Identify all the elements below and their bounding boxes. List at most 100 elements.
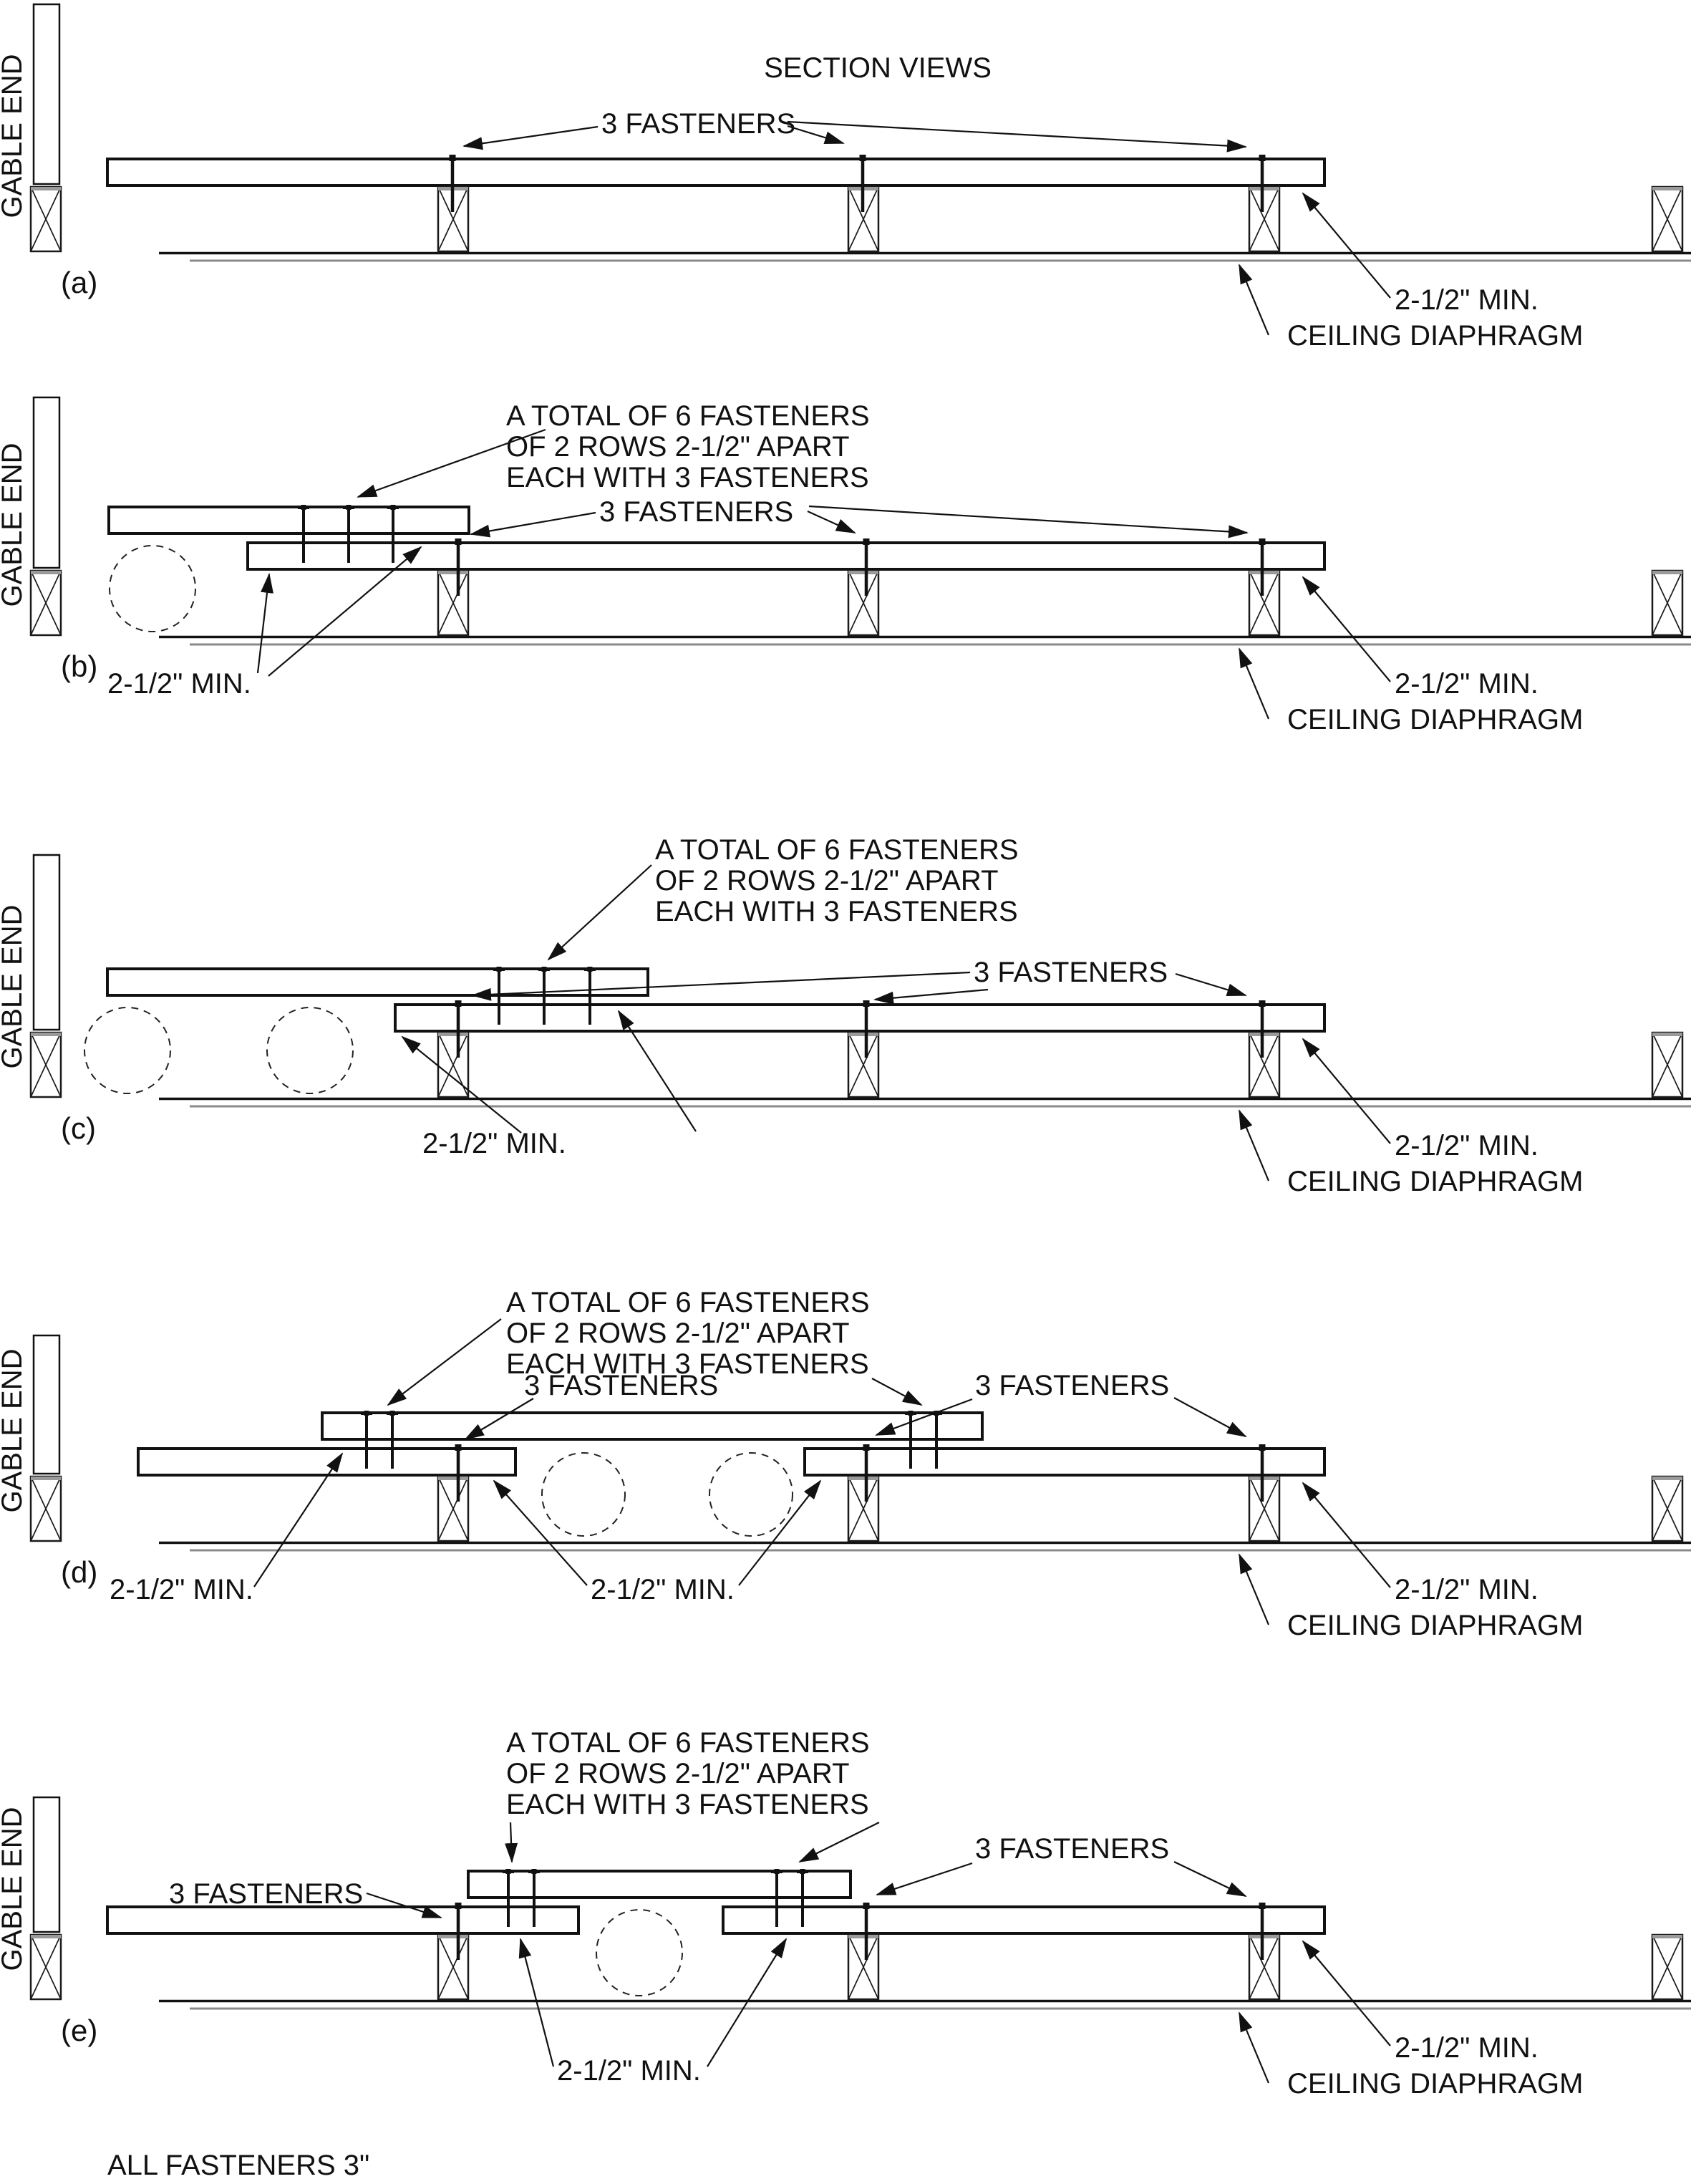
six-fasteners-note-line2: OF 2 ROWS 2-1/2" APART (506, 431, 850, 463)
six-fasteners-note-line3: EACH WITH 3 FASTENERS (506, 1789, 869, 1820)
leader-arrow (366, 1892, 442, 1919)
ceiling-diaphragm-label: CEILING DIAPHRAGM (1287, 704, 1583, 735)
gable-stud (29, 185, 62, 253)
leader-arrow (787, 120, 1247, 153)
leader-arrow (1173, 1397, 1247, 1437)
min-clearance-label: 2-1/2" MIN. (1395, 2032, 1539, 2064)
leader-arrow (505, 1822, 518, 1863)
leader-arrow (707, 1938, 788, 2067)
leader-arrow (1238, 264, 1270, 336)
six-fasteners-note-line1: A TOTAL OF 6 FASTENERS (506, 1727, 870, 1759)
stud (1651, 569, 1684, 637)
six-fasteners-note-line2: OF 2 ROWS 2-1/2" APART (506, 1318, 850, 1349)
leader-arrow (1238, 1553, 1270, 1625)
section-e: GABLE END A TOTAL OF 6 FASTENERS OF 2 RO… (0, 1727, 1691, 2100)
stud (847, 569, 880, 637)
min-clearance-label: 2-1/2" MIN. (1395, 1130, 1539, 1161)
leader-arrow (401, 1035, 522, 1134)
stud (1248, 1475, 1281, 1542)
retrofit-stud-plate (321, 1411, 984, 1441)
section-label-d: (d) (61, 1555, 97, 1589)
three-fasteners-label: 3 FASTENERS (975, 1833, 1169, 1865)
section-d: GABLE END A TOTAL OF 6 FASTENERS OF 2 RO… (0, 1287, 1691, 1641)
stud (1248, 569, 1281, 637)
brace-beam-right (803, 1447, 1326, 1477)
leader-arrow (1302, 1940, 1391, 2047)
gable-end-label: GABLE END (0, 905, 28, 1069)
min-clearance-label: 2-1/2" MIN. (422, 1128, 566, 1159)
min-clearance-label: 2-1/2" MIN. (557, 2055, 701, 2087)
gable-wall (32, 1796, 61, 1933)
gable-end-label: GABLE END (0, 54, 28, 218)
leader-arrow (470, 511, 596, 538)
section-label-c: (c) (61, 1111, 96, 1145)
leader-arrow (462, 125, 599, 150)
gable-end-brace (107, 506, 470, 535)
stud (1651, 185, 1684, 253)
stud (1651, 1031, 1684, 1098)
leader-arrow (871, 1378, 923, 1406)
six-fasteners-note-line1: A TOTAL OF 6 FASTENERS (655, 834, 1019, 866)
web-member-circle (266, 1007, 354, 1094)
leader-arrow (547, 864, 652, 961)
leader-arrow (493, 1479, 588, 1586)
leader-arrow (787, 125, 845, 145)
leader-arrow (357, 428, 546, 498)
stud (1651, 1933, 1684, 2001)
stud (437, 1475, 470, 1542)
three-fasteners-label: 3 FASTENERS (601, 108, 795, 140)
web-member-circle (596, 1909, 683, 1996)
three-fasteners-label: 3 FASTENERS (169, 1878, 363, 1910)
leader-arrow (1238, 647, 1270, 720)
three-fasteners-label: 3 FASTENERS (599, 496, 793, 528)
min-clearance-label: 2-1/2" MIN. (1395, 668, 1539, 700)
brace-beam-right (722, 1905, 1326, 1935)
six-fasteners-note-line1: A TOTAL OF 6 FASTENERS (506, 1287, 870, 1318)
min-clearance-label: 2-1/2" MIN. (107, 668, 251, 700)
min-clearance-label: 2-1/2" MIN. (1395, 1574, 1539, 1605)
leader-arrow (1302, 192, 1391, 299)
leader-arrow (387, 1318, 502, 1406)
leader-arrow (268, 546, 422, 677)
section-label-a: (a) (61, 266, 97, 299)
leader-arrow (807, 510, 856, 534)
stud (1651, 1475, 1684, 1542)
stud (1248, 185, 1281, 253)
ceiling-diaphragm-label: CEILING DIAPHRAGM (1287, 2068, 1583, 2100)
ceiling-diaphragm-label: CEILING DIAPHRAGM (1287, 320, 1583, 352)
leader-arrow (256, 573, 273, 674)
leader-arrow (1302, 1482, 1391, 1588)
leader-arrow (518, 1938, 555, 2067)
leader-arrow (1238, 1109, 1270, 1182)
min-clearance-label: 2-1/2" MIN. (110, 1574, 253, 1605)
six-fasteners-note-line1: A TOTAL OF 6 FASTENERS (506, 400, 870, 432)
leader-arrow (876, 1862, 973, 1896)
stud (437, 1933, 470, 2001)
gable-wall (32, 3, 61, 185)
leader-arrow (798, 1822, 880, 1862)
gable-end-label: GABLE END (0, 1349, 28, 1513)
leader-arrow (738, 1479, 822, 1586)
web-member-circle (84, 1007, 171, 1094)
splice-plate (467, 1870, 852, 1899)
six-fasteners-note-line3: EACH WITH 3 FASTENERS (506, 462, 869, 493)
brace-beam (106, 158, 1326, 187)
page-title: SECTION VIEWS (764, 52, 992, 84)
six-fasteners-note-line2: OF 2 ROWS 2-1/2" APART (655, 865, 999, 897)
section-label-b: (b) (61, 649, 97, 683)
leader-arrow (617, 1010, 697, 1132)
section-a: SECTION VIEWS GABLE END 3 FASTENERS 2-1/… (0, 3, 1691, 352)
ceiling-diaphragm-label: CEILING DIAPHRAGM (1287, 1610, 1583, 1641)
stud (1248, 1031, 1281, 1098)
min-clearance-label: 2-1/2" MIN. (1395, 284, 1539, 316)
stud (847, 1475, 880, 1542)
gable-end-label: GABLE END (0, 1807, 28, 1971)
stud (1248, 1933, 1281, 2001)
min-clearance-label: 2-1/2" MIN. (591, 1574, 735, 1605)
brace-beam-left (106, 1905, 580, 1935)
gable-stud (29, 569, 62, 637)
section-b: GABLE END A TOTAL OF 6 FASTENERS OF 2 RO… (0, 396, 1691, 735)
six-fasteners-note-line3: EACH WITH 3 FASTENERS (506, 1348, 869, 1380)
